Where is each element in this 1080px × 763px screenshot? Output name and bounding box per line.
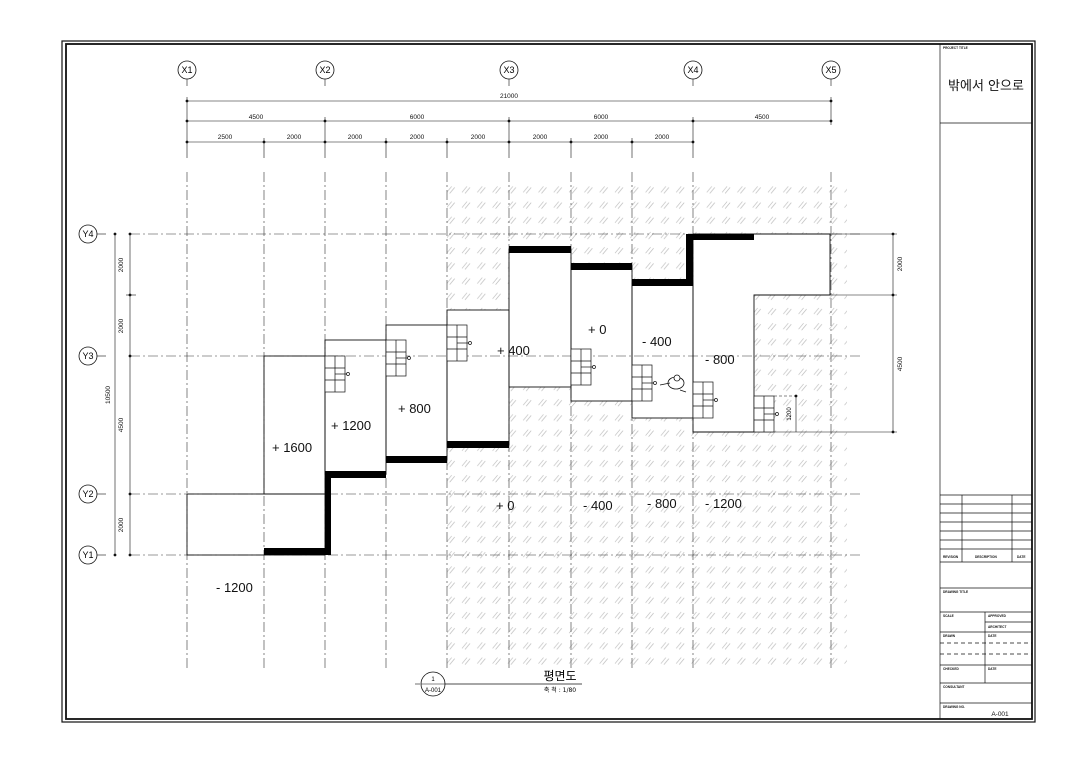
svg-text:X1: X1 xyxy=(181,65,192,75)
stair-dimension: 1200 xyxy=(774,394,798,432)
svg-text:DRAWING NO.: DRAWING NO. xyxy=(943,705,965,709)
drawing-tag-number: 1 xyxy=(431,677,435,683)
svg-text:SCALE: SCALE xyxy=(943,614,954,618)
svg-text:Y2: Y2 xyxy=(82,489,93,499)
svg-text:CONSULTANT: CONSULTANT xyxy=(943,685,965,689)
sheet-inner-border xyxy=(65,43,1033,720)
grid-bubble-x3: X3 xyxy=(499,60,519,86)
grid-bubble-x5: X5 xyxy=(821,60,841,86)
level-label-z0: + 0 xyxy=(588,322,606,337)
dim-l3-4: 2000 xyxy=(410,134,425,141)
level-label-ext-m800: - 800 xyxy=(647,496,677,511)
svg-text:REVISION: REVISION xyxy=(943,555,959,559)
dim-left-2: 2000 xyxy=(118,318,125,333)
stair-6 xyxy=(692,381,718,419)
stair-7 xyxy=(753,395,779,433)
top-dimensions xyxy=(185,97,833,158)
svg-text:X5: X5 xyxy=(825,65,836,75)
grid-bubble-x2: X2 xyxy=(315,60,335,86)
dim-l2-2: 6000 xyxy=(410,114,425,121)
left-dimension-text: 2000 2000 4500 2000 10500 xyxy=(105,257,125,532)
stair-3 xyxy=(446,324,472,362)
svg-text:DRAWN: DRAWN xyxy=(943,634,956,638)
dim-overall: 21000 xyxy=(500,93,518,100)
level-label-m400: - 400 xyxy=(642,334,672,349)
right-dimensions xyxy=(754,232,897,434)
dim-l3-1: 2500 xyxy=(218,134,233,141)
dim-l2-3: 6000 xyxy=(594,114,609,121)
svg-text:DRAWING TITLE: DRAWING TITLE xyxy=(943,590,968,594)
svg-text:DESCRIPTION: DESCRIPTION xyxy=(975,555,997,559)
svg-text:DATE: DATE xyxy=(1017,555,1025,559)
svg-text:PROJECT TITLE: PROJECT TITLE xyxy=(943,46,968,50)
svg-text:DATE: DATE xyxy=(988,634,996,638)
top-dimension-text: 21000 4500 6000 6000 4500 2500 2000 2000… xyxy=(218,93,770,141)
svg-text:ARCHITECT: ARCHITECT xyxy=(988,625,1006,629)
dim-l3-3: 2000 xyxy=(348,134,363,141)
svg-text:X4: X4 xyxy=(687,65,698,75)
level-label-m800: - 800 xyxy=(705,352,735,367)
heavy-walls xyxy=(264,234,754,555)
drawing-title-block: 1 A-001 평면도 축 척 : 1/80 xyxy=(415,669,582,697)
grid-bubble-y4: Y4 xyxy=(78,224,106,244)
dim-l2-4: 4500 xyxy=(755,114,770,121)
dim-left-3: 4500 xyxy=(118,417,125,432)
dim-l3-7: 2000 xyxy=(594,134,609,141)
stairs xyxy=(324,324,779,433)
level-label-p1200: + 1200 xyxy=(331,418,371,433)
level-label-low-m1200: - 1200 xyxy=(216,580,253,595)
room-m800-upper xyxy=(692,233,831,433)
project-title: 밖에서 안으로 xyxy=(948,79,1024,94)
dim-l3-5: 2000 xyxy=(471,134,486,141)
person-figure xyxy=(659,374,687,393)
stair-2 xyxy=(385,339,411,377)
level-label-ext-m1200: - 1200 xyxy=(705,496,742,511)
svg-text:Y1: Y1 xyxy=(82,550,93,560)
dim-l3-6: 2000 xyxy=(533,134,548,141)
level-label-p400: + 400 xyxy=(497,343,530,358)
dim-left-total: 10500 xyxy=(105,386,112,404)
drawing-scale: 축 척 : 1/80 xyxy=(544,686,576,694)
svg-text:X2: X2 xyxy=(319,65,330,75)
svg-text:X3: X3 xyxy=(503,65,514,75)
svg-text:DATE: DATE xyxy=(988,667,996,671)
room-low-entry xyxy=(186,493,326,556)
dim-left-1: 2000 xyxy=(118,257,125,272)
dim-l2-1: 4500 xyxy=(249,114,264,121)
grid-bubbles: X1 X2 X3 X4 X5 Y4 Y3 Y2 Y1 xyxy=(78,60,841,565)
grid-bubble-y3: Y3 xyxy=(78,346,106,366)
svg-text:APPROVED: APPROVED xyxy=(988,614,1007,618)
dim-right-1: 2000 xyxy=(897,256,904,271)
left-dimensions xyxy=(113,232,136,557)
dim-l3-8: 2000 xyxy=(655,134,670,141)
svg-text:1200: 1200 xyxy=(787,407,793,421)
grid-bubble-x4: X4 xyxy=(683,60,703,86)
level-label-p800: + 800 xyxy=(398,401,431,416)
level-label-ext-z0: + 0 xyxy=(496,498,514,513)
sheet-outer-border xyxy=(61,40,1036,723)
room-p1600 xyxy=(263,355,326,495)
dim-l3-2: 2000 xyxy=(287,134,302,141)
stair-4 xyxy=(570,348,596,386)
level-label-ext-m400: - 400 xyxy=(583,498,613,513)
level-labels: + 1600 + 1200 + 800 + 400 + 0 - 400 - 80… xyxy=(216,322,742,595)
grid-bubble-y1: Y1 xyxy=(78,545,106,565)
drawing-tag-sheet: A-001 xyxy=(425,688,442,694)
stair-1 xyxy=(324,355,350,393)
drawing-title: 평면도 xyxy=(543,669,576,683)
level-label-p1600: + 1600 xyxy=(272,440,312,455)
title-block-text: PROJECT TITLE 밖에서 안으로 REVISION DESCRIPTI… xyxy=(943,46,1025,718)
grid-bubble-y2: Y2 xyxy=(78,484,106,504)
dim-right-2: 4500 xyxy=(897,356,904,371)
dim-left-4: 2000 xyxy=(118,517,125,532)
svg-text:Y3: Y3 xyxy=(82,351,93,361)
svg-text:CHECKED: CHECKED xyxy=(943,667,959,671)
drawing-number: A-001 xyxy=(991,711,1009,718)
svg-text:Y4: Y4 xyxy=(82,229,93,239)
stair-5 xyxy=(631,364,657,402)
title-block xyxy=(939,44,1032,719)
grid-bubble-x1: X1 xyxy=(177,60,197,86)
